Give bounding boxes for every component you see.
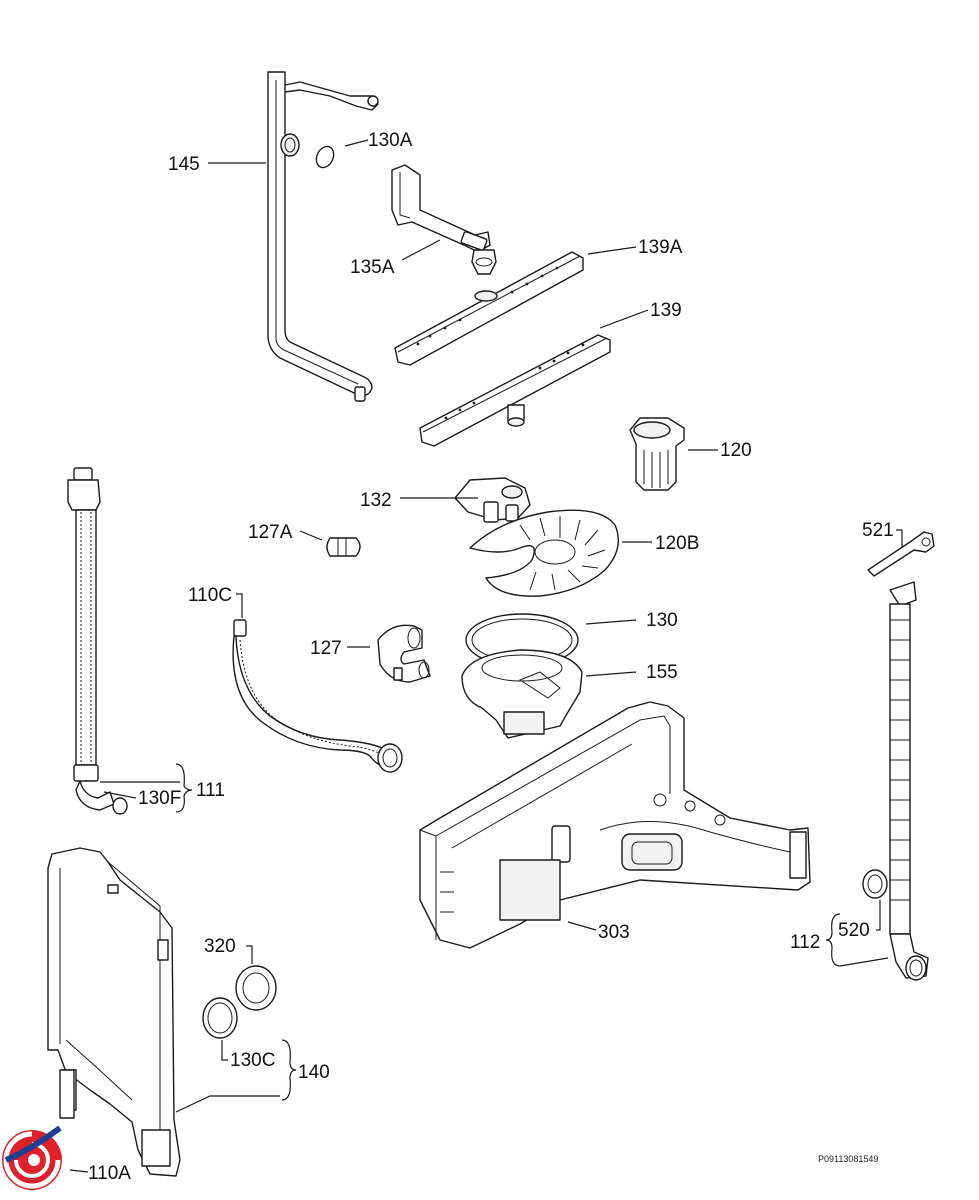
part-120B-flat-filter <box>469 509 619 597</box>
svg-text:155: 155 <box>646 662 678 683</box>
svg-text:130: 130 <box>646 610 678 631</box>
part-140-side-panel <box>47 847 181 1177</box>
part-521-hose-hook <box>867 531 935 577</box>
svg-text:130A: 130A <box>368 130 413 151</box>
part-111-inlet-hose <box>67 467 128 815</box>
part-139A-upper-spray-arm <box>394 251 584 366</box>
label-521: 521 <box>862 520 903 548</box>
svg-text:127A: 127A <box>248 522 293 543</box>
part-132-coarse-filter-support <box>454 477 531 523</box>
label-130: 130 <box>585 610 678 631</box>
label-120: 120 <box>688 440 752 461</box>
svg-text:139: 139 <box>650 300 682 321</box>
label-140: 140 <box>175 1039 330 1113</box>
part-130C-o-ring <box>202 997 238 1039</box>
svg-text:120B: 120B <box>655 533 699 554</box>
label-112: 112 <box>790 913 889 967</box>
label-303: 303 <box>567 921 630 943</box>
part-135A-spray-arm-support <box>391 164 497 275</box>
part-110A-tube <box>59 1069 75 1119</box>
part-139-lower-spray-arm <box>419 334 611 447</box>
svg-text:120: 120 <box>720 440 752 461</box>
label-130F: 130F <box>103 788 181 809</box>
svg-text:P09113081549: P09113081549 <box>818 1154 878 1164</box>
svg-text:521: 521 <box>862 520 894 541</box>
part-130A-o-ring <box>315 145 335 169</box>
label-111: 111 <box>100 763 225 813</box>
svg-text:320: 320 <box>204 936 236 957</box>
svg-text:110A: 110A <box>88 1163 131 1184</box>
label-145: 145 <box>168 154 266 175</box>
svg-text:130F: 130F <box>138 788 181 809</box>
svg-text:520: 520 <box>838 920 870 941</box>
svg-text:135A: 135A <box>350 257 395 278</box>
part-520-clamp <box>862 869 888 899</box>
svg-text:111: 111 <box>196 780 225 801</box>
part-110C-hose <box>232 619 403 773</box>
label-139: 139 <box>599 300 682 329</box>
part-320-ring <box>235 965 277 1011</box>
svg-text:112: 112 <box>790 932 820 953</box>
reference-code: P09113081549 <box>818 1154 878 1164</box>
label-155: 155 <box>585 662 678 683</box>
label-130A: 130A <box>344 130 413 151</box>
label-120B: 120B <box>622 533 699 554</box>
svg-text:145: 145 <box>168 154 200 175</box>
svg-text:139A: 139A <box>638 237 683 258</box>
label-110C: 110C <box>188 585 243 618</box>
part-120-fine-filter <box>629 417 685 491</box>
label-130C: 130C <box>221 1040 275 1071</box>
label-520: 520 <box>838 900 881 941</box>
label-320: 320 <box>204 936 253 964</box>
brand-logo <box>2 1125 62 1190</box>
svg-text:130C: 130C <box>230 1050 275 1071</box>
svg-text:127: 127 <box>310 638 342 659</box>
label-132: 132 <box>360 490 478 511</box>
part-145-upper-spray-pipe <box>267 71 379 402</box>
label-127A: 127A <box>248 522 323 543</box>
part-155-sump <box>461 649 583 739</box>
part-127-elbow <box>377 624 431 683</box>
part-127A-connector <box>326 537 361 557</box>
part-303-base <box>419 701 811 949</box>
label-127: 127 <box>310 638 370 659</box>
svg-text:110C: 110C <box>188 585 232 606</box>
part-112-drain-hose <box>889 581 929 981</box>
label-110A: 110A <box>69 1163 131 1184</box>
svg-text:140: 140 <box>298 1062 330 1083</box>
svg-text:132: 132 <box>360 490 392 511</box>
label-135A: 135A <box>350 239 441 278</box>
label-139A: 139A <box>587 237 683 258</box>
svg-text:303: 303 <box>598 922 630 943</box>
